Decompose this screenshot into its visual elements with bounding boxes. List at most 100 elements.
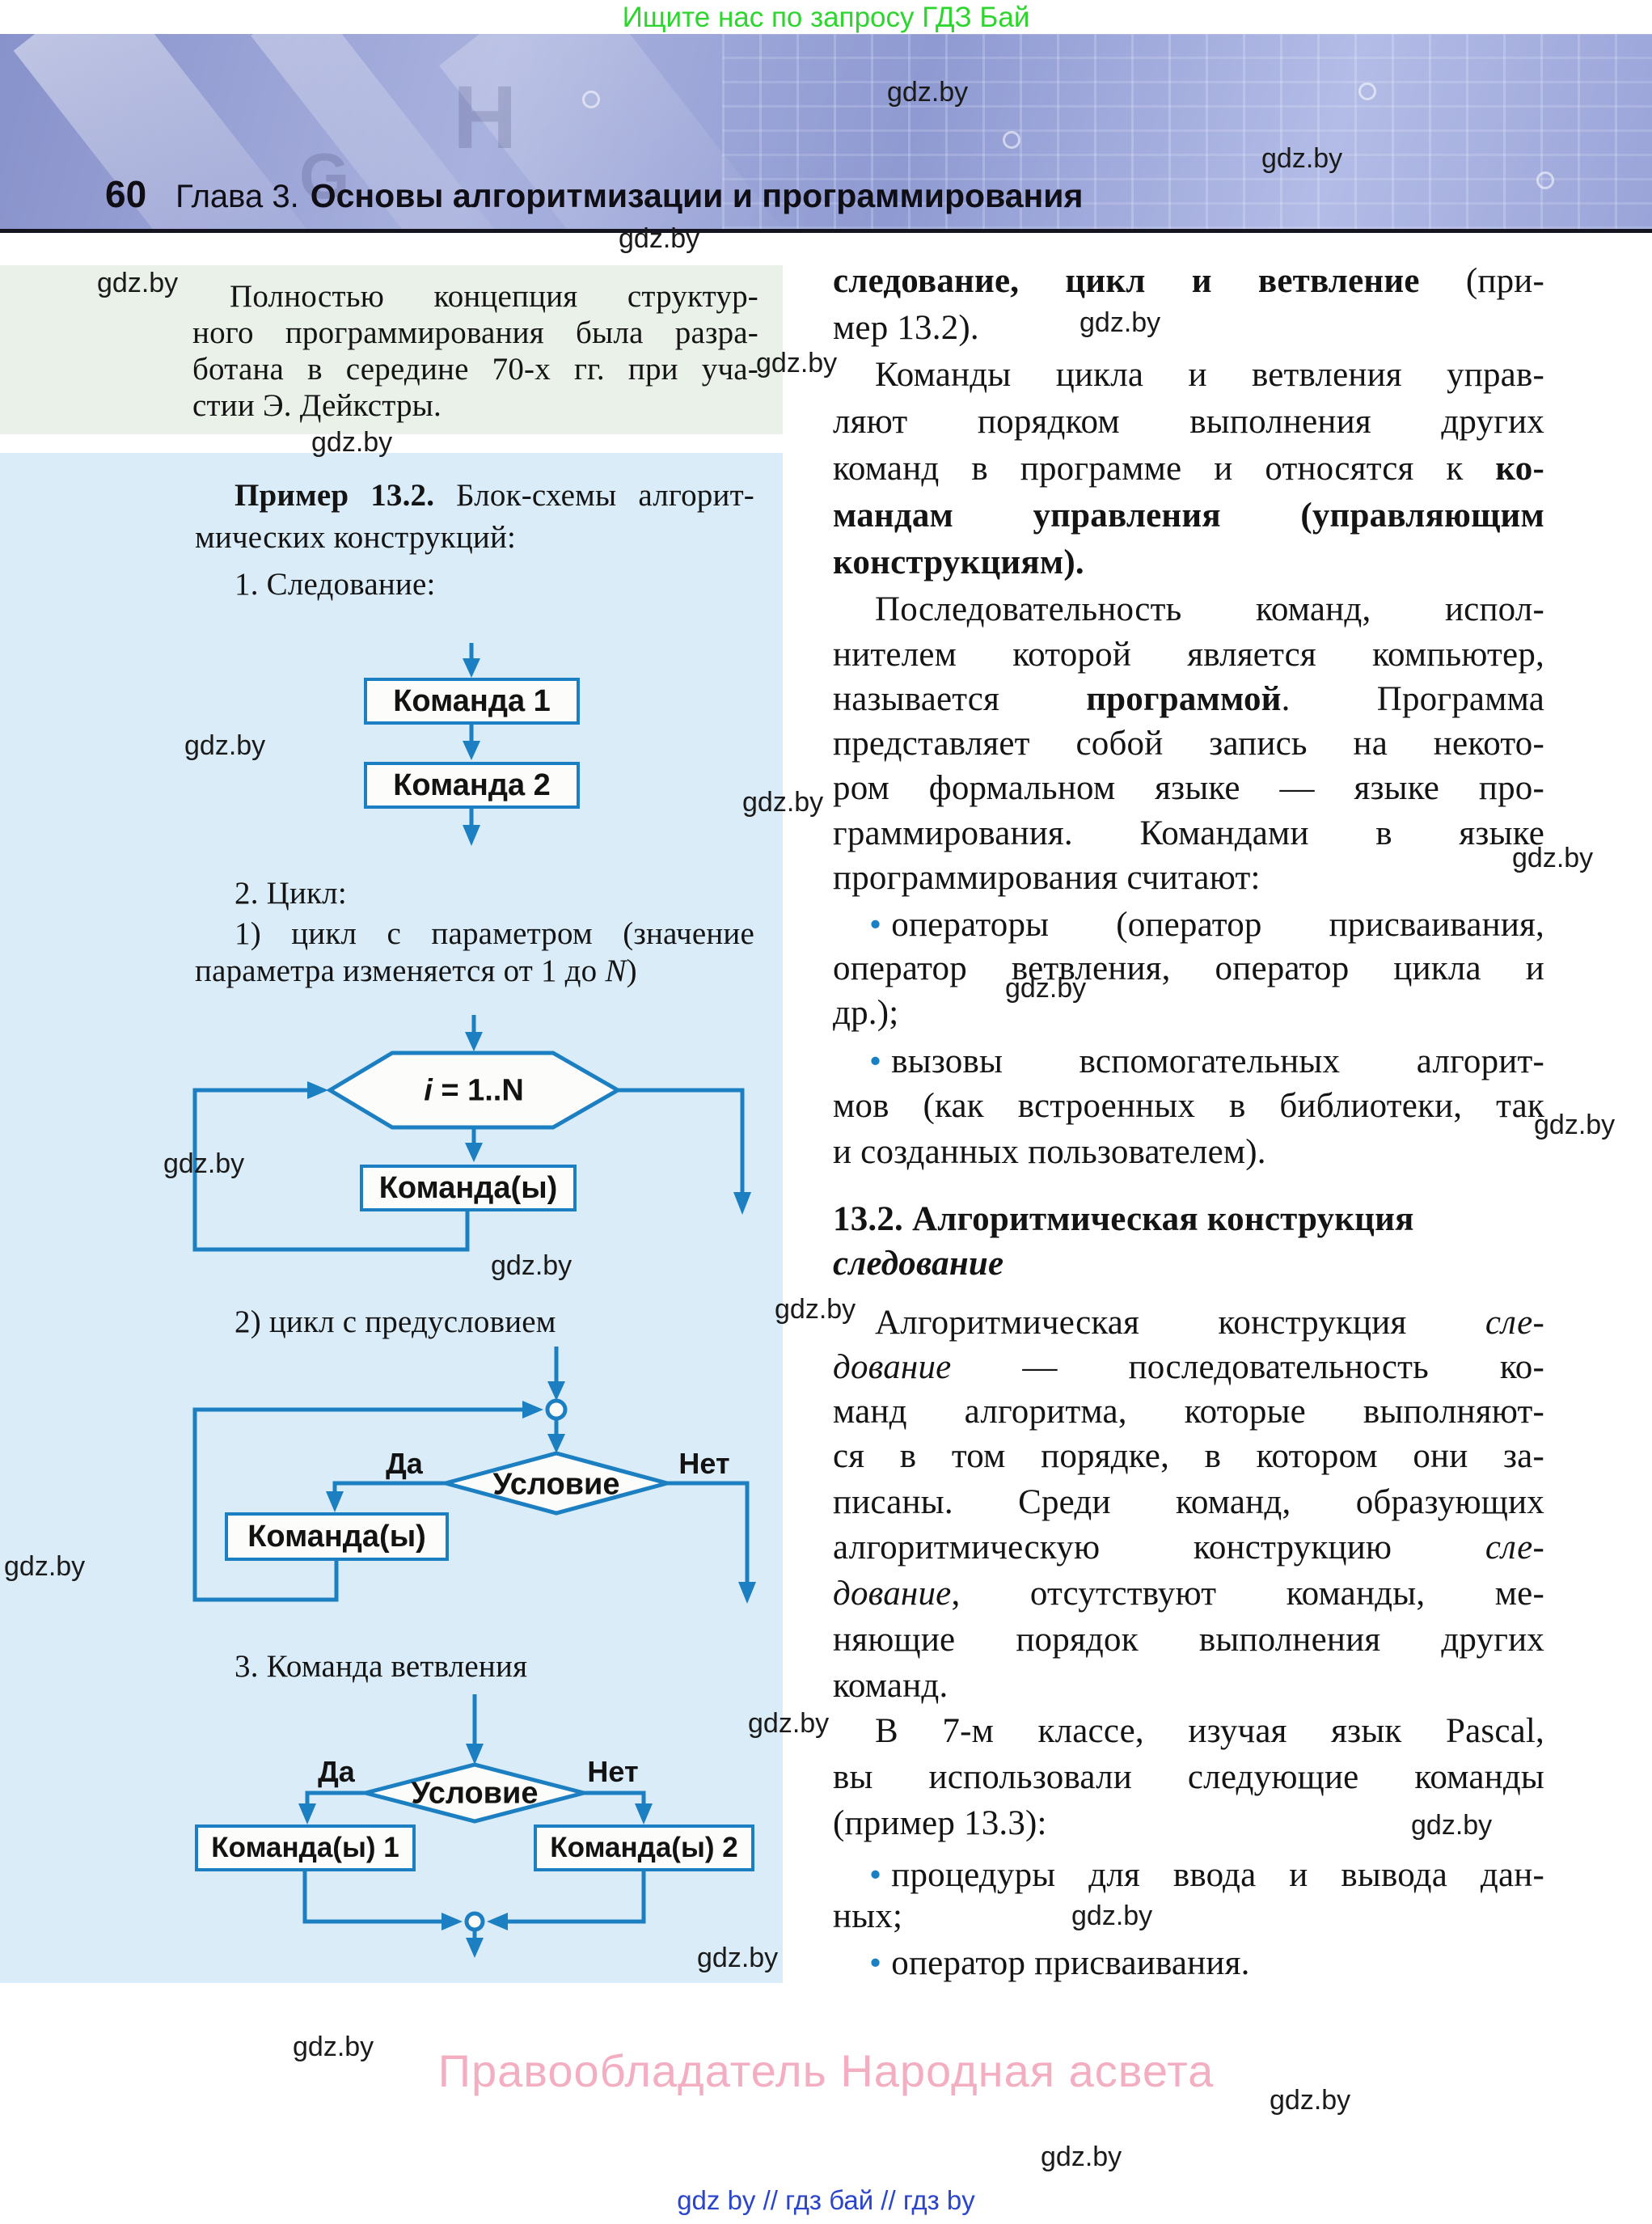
text-segment: манд алгоритма, которые выполняют- bbox=[833, 1393, 1544, 1431]
circuit-dot bbox=[1003, 131, 1020, 149]
text-line: мандам управления (управляющим bbox=[833, 495, 1544, 537]
text-segment: команд. bbox=[833, 1667, 949, 1705]
text-line: •операторы (оператор присваивания, bbox=[833, 904, 1544, 946]
bullet-icon: • bbox=[869, 1856, 882, 1894]
watermark-text: gdz.by bbox=[1005, 973, 1087, 1004]
text-line: называется программой. Программа bbox=[833, 679, 1544, 721]
text-line: 2. Цикл: bbox=[234, 875, 794, 912]
text-line: ся в том порядке, в котором они за- bbox=[833, 1435, 1544, 1478]
text-segment: Алгоритмическая конструкция bbox=[875, 1304, 1485, 1342]
text-segment: Последовательность команд, испол- bbox=[875, 590, 1544, 628]
text-segment: команд в программе и относятся к bbox=[833, 450, 1496, 488]
watermark-text: gdz.by bbox=[748, 1708, 830, 1739]
text-line: 2) цикл с предусловием bbox=[234, 1304, 794, 1341]
bullet-icon: • bbox=[869, 1042, 882, 1080]
text-line: дование — последовательность ко- bbox=[833, 1347, 1544, 1389]
text-line: Последовательность команд, испол- bbox=[833, 589, 1544, 631]
watermark-text: gdz.by bbox=[1071, 1901, 1153, 1931]
watermark-text: gdz.by bbox=[756, 348, 838, 378]
text-line: мер 13.2). bbox=[833, 307, 1544, 349]
text-line: конструкциям). bbox=[833, 542, 1544, 584]
text-segment: писаны. Среди команд, образующих bbox=[833, 1483, 1544, 1521]
watermark-text: gdz.by bbox=[1411, 1810, 1493, 1841]
banner-letter-decor: G bbox=[299, 140, 350, 212]
text-segment: ных; bbox=[833, 1897, 903, 1935]
no-label: Нет bbox=[678, 1447, 730, 1480]
text-line: др.); bbox=[833, 992, 1544, 1034]
text-segment: сле- bbox=[1485, 1528, 1544, 1567]
text-segment: стии Э. Дейкстры. bbox=[192, 388, 442, 423]
watermark-text: gdz.by bbox=[491, 1250, 572, 1281]
text-line: представляет собой запись на некото- bbox=[833, 723, 1544, 765]
circuit-dot bbox=[1536, 171, 1554, 189]
circuit-dot bbox=[1358, 82, 1376, 100]
copyright-notice: Правообладатель Народная асвета bbox=[437, 2045, 1215, 2096]
text-line: следование, цикл и ветвление (при- bbox=[833, 260, 1544, 302]
text-segment: параметра изменяется от 1 до bbox=[195, 953, 606, 988]
text-line: •вызовы вспомогательных алгорит- bbox=[833, 1041, 1544, 1083]
text-line: алгоритмическую конструкцию сле- bbox=[833, 1527, 1544, 1569]
watermark-text: gdz.by bbox=[1080, 307, 1161, 338]
text-segment: (при- bbox=[1419, 262, 1544, 300]
banner-letter-decor: H bbox=[453, 68, 518, 167]
note-box bbox=[0, 265, 783, 434]
flowchart-box-commands: Команда(ы) bbox=[360, 1165, 577, 1211]
text-segment: операторы (оператор присваивания, bbox=[891, 906, 1544, 944]
text-segment: Пример 13.2. bbox=[234, 478, 435, 513]
text-segment: дование bbox=[833, 1348, 952, 1386]
text-segment: процедуры для ввода и вывода дан- bbox=[891, 1856, 1544, 1894]
text-line: няющие порядок выполнения других bbox=[833, 1619, 1544, 1661]
text-segment: ботана в середине 70-х гг. при уча- bbox=[192, 352, 758, 387]
bullet-icon: • bbox=[869, 1944, 882, 1982]
text-line: и созданных пользователем). bbox=[833, 1131, 1544, 1173]
text-segment: — последовательность ко- bbox=[951, 1348, 1544, 1386]
text-segment: оператор ветвления, оператор цикла и bbox=[833, 949, 1544, 987]
text-line: мов (как встроенных в библиотеки, так bbox=[833, 1085, 1544, 1127]
text-line: команд. bbox=[833, 1665, 1544, 1707]
text-segment: 1. Следование: bbox=[234, 567, 436, 602]
watermark-text: gdz.by bbox=[1261, 143, 1343, 174]
condition-label: Условие bbox=[411, 1776, 539, 1811]
text-segment: оператор присваивания. bbox=[891, 1944, 1250, 1982]
circuit-pattern bbox=[722, 34, 1652, 229]
text-segment: алгоритмическую конструкцию bbox=[833, 1528, 1485, 1567]
text-segment: . Программа bbox=[1281, 680, 1544, 718]
watermark-text: gdz.by bbox=[1512, 843, 1594, 873]
text-segment: нителем которой является компьютер, bbox=[833, 636, 1544, 674]
text-line: программирования считают: bbox=[833, 857, 1544, 899]
text-segment: , отсутствуют команды, ме- bbox=[951, 1575, 1544, 1613]
text-segment: и созданных пользователем). bbox=[833, 1133, 1266, 1171]
text-line: параметра изменяется от 1 до N) bbox=[195, 953, 754, 990]
text-line: 1. Следование: bbox=[234, 566, 794, 603]
text-segment: 13.2. Алгоритмическая конструкция bbox=[833, 1200, 1414, 1238]
watermark-text: gdz.by bbox=[1041, 2142, 1122, 2172]
no-label: Нет bbox=[587, 1755, 639, 1788]
text-line: Алгоритмическая конструкция сле- bbox=[833, 1302, 1544, 1344]
watermark-text: gdz.by bbox=[1534, 1110, 1616, 1140]
text-line: ного программирования была разра- bbox=[192, 315, 758, 352]
watermark-text: gdz.by bbox=[293, 2032, 374, 2062]
text-segment: 2) цикл с предусловием bbox=[234, 1304, 556, 1339]
text-segment: вызовы вспомогательных алгорит- bbox=[891, 1042, 1544, 1080]
bullet-icon: • bbox=[869, 906, 882, 944]
yes-label: Да bbox=[318, 1755, 355, 1788]
text-segment: ляют порядком выполнения других bbox=[833, 403, 1544, 441]
chapter-header-title: 60 Глава 3. Основы алгоритмизации и прог… bbox=[105, 172, 1083, 216]
text-line: •оператор присваивания. bbox=[833, 1943, 1544, 1985]
text-segment: няющие порядок выполнения других bbox=[833, 1621, 1544, 1659]
text-line: 3. Команда ветвления bbox=[234, 1648, 794, 1685]
text-segment: ся в том порядке, в котором они за- bbox=[833, 1437, 1544, 1475]
flowchart-box-commands: Команда(ы) bbox=[225, 1512, 449, 1561]
text-line: ляют порядком выполнения других bbox=[833, 401, 1544, 443]
text-line: мических конструкций: bbox=[195, 519, 754, 556]
text-segment: мандам управления (управляющим bbox=[833, 497, 1544, 535]
text-line: Пример 13.2. Блок-схемы алгорит- bbox=[195, 477, 754, 514]
text-segment: В 7-м классе, изучая язык Pascal, bbox=[875, 1712, 1544, 1750]
text-segment: дование bbox=[833, 1575, 952, 1613]
footer-links[interactable]: gdz by // гдз бай // гдз by bbox=[677, 2185, 975, 2215]
yes-label: Да bbox=[386, 1447, 423, 1480]
text-line: В 7-м классе, изучая язык Pascal, bbox=[833, 1710, 1544, 1753]
text-line: писаны. Среди команд, образующих bbox=[833, 1482, 1544, 1524]
text-segment: представляет собой запись на некото- bbox=[833, 725, 1544, 763]
flowchart-box-commands-1: Команда(ы) 1 bbox=[195, 1824, 416, 1871]
